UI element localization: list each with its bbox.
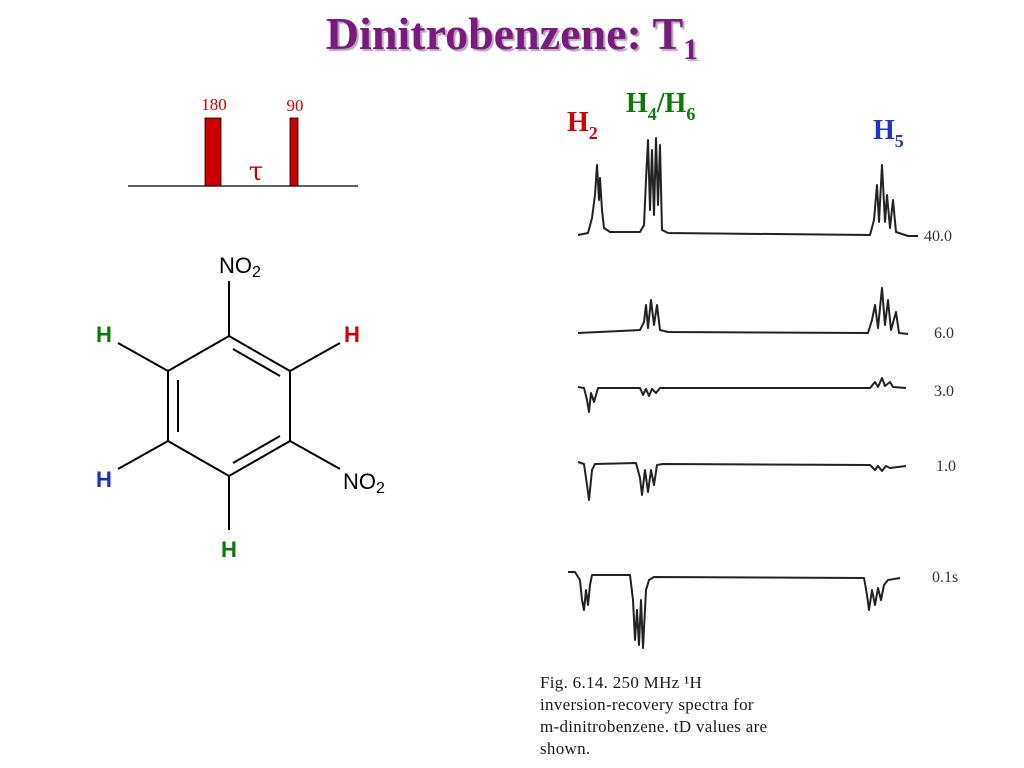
- title-main: Dinitrobenzene: T: [325, 8, 684, 59]
- caption-line-2: inversion-recovery spectra for: [540, 695, 754, 714]
- trace-3: [577, 377, 907, 413]
- h-lower-left-label: H: [96, 467, 112, 492]
- pulse-sequence: 180 90 τ: [128, 95, 358, 187]
- caption-line-1: Fig. 6.14. 250 MHz ¹H: [540, 673, 703, 692]
- pulse-180: [204, 117, 222, 187]
- double-bond-2: [232, 435, 281, 464]
- slide-title: Dinitrobenzene: T1: [0, 4, 1024, 66]
- trace-4: [577, 461, 907, 501]
- delay-label-2: 6.0: [934, 325, 954, 342]
- caption-line-4: shown.: [540, 739, 591, 758]
- title-subscript: 1: [683, 33, 699, 66]
- pulse-90-label: 90: [287, 96, 304, 115]
- pulse-180-label: 180: [201, 95, 227, 114]
- bond-right-no2: [289, 440, 341, 470]
- figure-caption: Fig. 6.14. 250 MHz ¹H inversion-recovery…: [540, 672, 940, 760]
- h-bottom-label: H: [221, 537, 237, 562]
- h2-peak-label: H2: [567, 107, 598, 143]
- delay-label-5: 0.1s: [932, 569, 958, 586]
- pulse-90: [289, 117, 299, 187]
- delay-label-3: 3.0: [934, 383, 954, 400]
- spectrum-peak-labels: H2 H4/H6 H5: [567, 88, 904, 151]
- spectrum-traces: [568, 137, 918, 649]
- trace-40: [577, 137, 918, 237]
- molecule-structure: [117, 281, 341, 530]
- caption-line-3: m-dinitrobenzene. tD values are: [540, 717, 768, 736]
- trace-delay-labels: 40.0 6.0 3.0 1.0 0.1s: [924, 228, 958, 586]
- bond-upper-left-h: [117, 342, 169, 372]
- benzene-ring: [167, 334, 291, 478]
- right-no2-label: NO2: [343, 469, 385, 497]
- bond-upper-right-h: [289, 342, 341, 372]
- trace-01: [568, 571, 901, 649]
- top-no2-label: NO2: [219, 253, 261, 281]
- bond-lower-left-h: [117, 440, 169, 470]
- h-upper-right-label: H: [344, 322, 360, 347]
- h4-h6-peak-label: H4/H6: [626, 88, 695, 124]
- h5-peak-label: H5: [873, 115, 904, 151]
- molecule-labels: NO2 NO2 H H H H: [96, 253, 385, 562]
- h-upper-left-label: H: [96, 322, 112, 347]
- trace-6: [577, 287, 909, 335]
- delay-label-1: 40.0: [924, 228, 952, 245]
- delay-label-4: 1.0: [936, 458, 956, 475]
- double-bond-1: [232, 348, 281, 377]
- delay-tau-label: τ: [249, 157, 263, 187]
